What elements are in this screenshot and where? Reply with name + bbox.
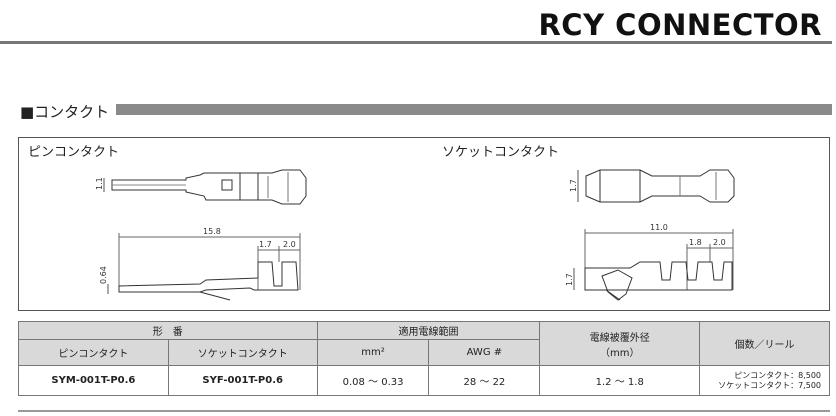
pin-height-dim: 1.1 xyxy=(95,177,104,190)
page-title: RCY CONNECTOR xyxy=(538,8,822,42)
socket-model-header: ソケットコンタクト xyxy=(167,339,318,366)
socket-model-cell: SYF-001T-P0.6 xyxy=(167,365,318,396)
mm2-cell: 0.08 ～ 0.33 xyxy=(316,365,430,396)
bottom-rule xyxy=(18,410,830,412)
pin-thickness-dim: 0.64 xyxy=(99,266,108,284)
pin-seg-a-dim: 1.7 xyxy=(259,240,272,249)
pin-seg-b-dim: 2.0 xyxy=(283,240,296,249)
spec-table: 形 番 適用電線範囲 電線被覆外径 （mm） 個数／リール ピンコンタクト ソケ… xyxy=(18,321,830,396)
table-row: SYM-001T-P0.6 SYF-001T-P0.6 0.08 ～ 0.33 … xyxy=(18,365,830,396)
socket-top-view xyxy=(577,169,735,203)
pin-contact-label: ピンコンタクト xyxy=(28,145,120,160)
socket-contact-label: ソケットコンタクト xyxy=(442,145,560,160)
socket-seg-a-dim: 1.8 xyxy=(689,238,702,247)
socket-thickness-dim: 1.7 xyxy=(565,273,574,286)
qty-header: 個数／リール xyxy=(699,321,830,366)
insulation-header-label: 電線被覆外径 xyxy=(589,332,650,344)
pin-top-view xyxy=(103,169,307,205)
pin-model-cell: SYM-001T-P0.6 xyxy=(18,365,169,396)
model-header: 形 番 xyxy=(18,321,318,340)
figure-box xyxy=(18,137,830,311)
insulation-header-unit: （mm） xyxy=(599,347,640,359)
socket-height-dim: 1.7 xyxy=(569,179,578,192)
qty-cell: ピンコンタクト：8,500 ソケットコンタクト：7,500 xyxy=(699,365,830,396)
mm2-header: mm² xyxy=(316,339,430,366)
insulation-header: 電線被覆外径 （mm） xyxy=(539,321,701,366)
pin-side-view xyxy=(107,233,301,301)
insulation-cell: 1.2 ～ 1.8 xyxy=(539,365,701,396)
section-bar xyxy=(116,104,832,115)
awg-header: AWG # xyxy=(428,339,541,366)
pin-model-header: ピンコンタクト xyxy=(18,339,169,366)
wire-range-header: 適用電線範囲 xyxy=(316,321,541,340)
pin-length-dim: 15.8 xyxy=(203,227,221,236)
socket-side-view xyxy=(573,229,734,301)
socket-length-dim: 11.0 xyxy=(650,223,668,232)
awg-cell: 28 ～ 22 xyxy=(428,365,541,396)
qty-pin: ピンコンタクト：8,500 xyxy=(734,370,821,380)
qty-socket: ソケットコンタクト：7,500 xyxy=(718,380,821,390)
section-heading: ■コンタクト xyxy=(20,103,110,121)
title-rule xyxy=(0,41,832,44)
socket-seg-b-dim: 2.0 xyxy=(713,238,726,247)
